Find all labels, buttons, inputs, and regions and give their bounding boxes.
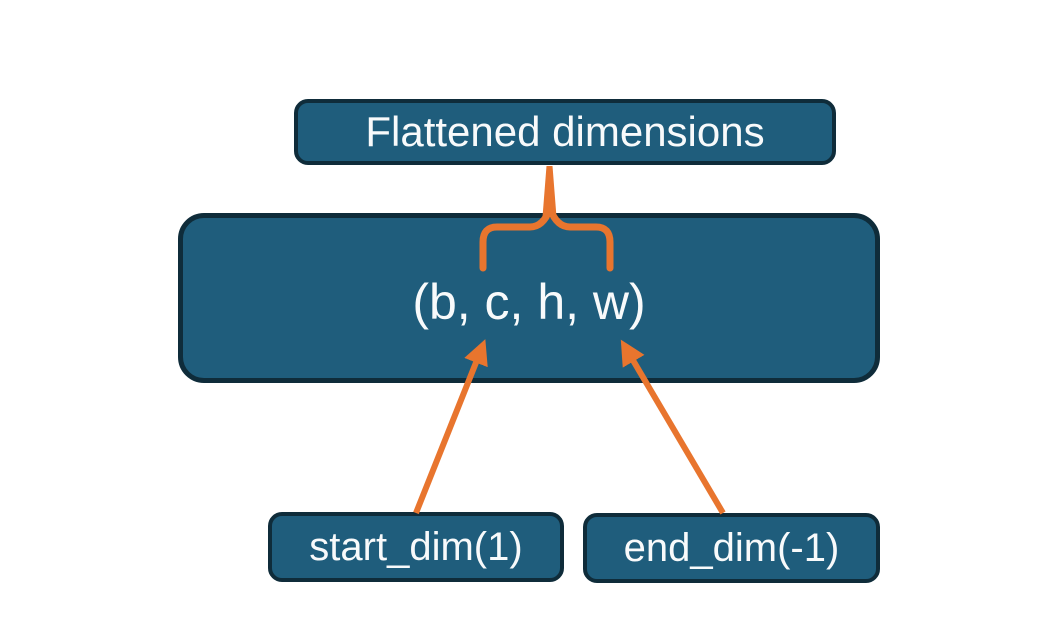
- end-dim-label: end_dim(-1): [623, 526, 840, 570]
- start-dim-box: start_dim(1): [268, 512, 564, 582]
- tensor-shape-label: (b, c, h, w): [412, 274, 646, 330]
- brace-stem-connector: [542, 166, 557, 217]
- end-dim-box: end_dim(-1): [583, 513, 880, 583]
- tensor-shape-box: (b, c, h, w): [178, 213, 880, 383]
- flattened-dimensions-label: Flattened dimensions: [365, 108, 765, 155]
- flattened-dimensions-box: Flattened dimensions: [294, 99, 836, 165]
- start-dim-label: start_dim(1): [309, 525, 523, 569]
